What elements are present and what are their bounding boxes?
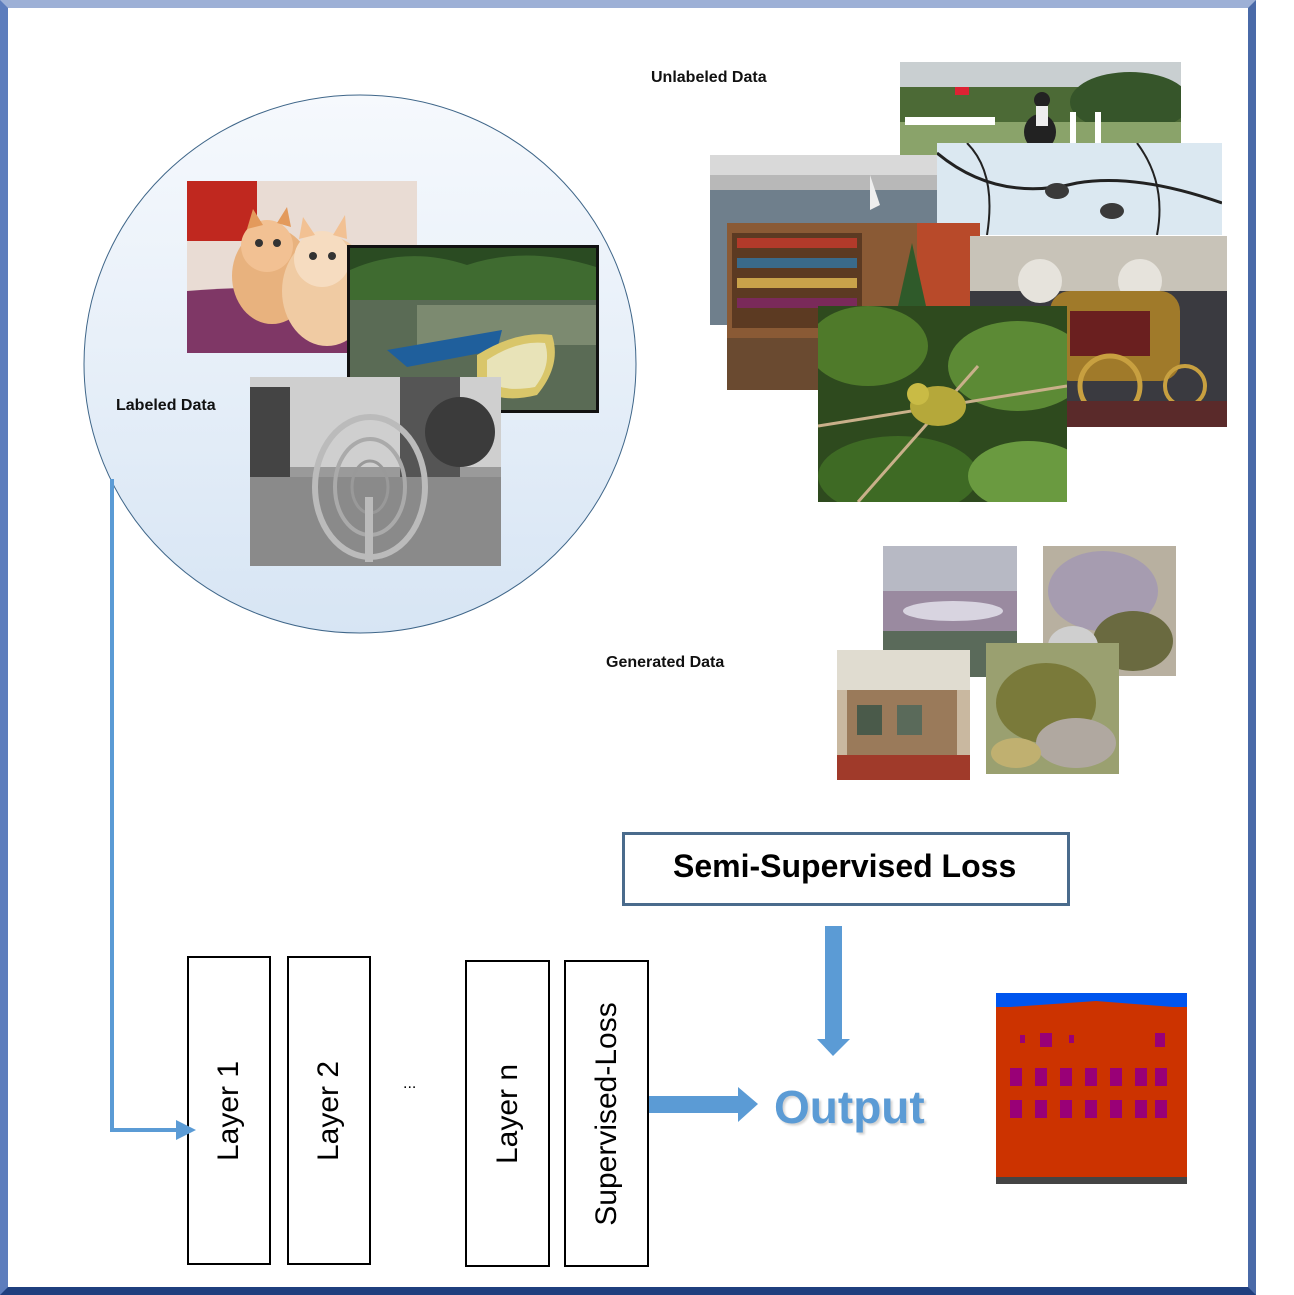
supervised-loss-box: Supervised-Loss bbox=[564, 960, 649, 1267]
bird-leaves-photo bbox=[818, 306, 1067, 502]
generated-sample-3 bbox=[837, 650, 970, 780]
street-bw-photo bbox=[250, 377, 501, 566]
segmentation-map-image bbox=[996, 993, 1187, 1184]
birds-branch-photo bbox=[937, 143, 1222, 235]
semi-supervised-loss-box: Semi-Supervised Loss bbox=[622, 832, 1070, 906]
loss-to-output-arrowhead bbox=[817, 1039, 850, 1056]
layer-1-box: Layer 1 bbox=[187, 956, 271, 1265]
generated-data-label: Generated Data bbox=[606, 654, 725, 671]
layers-ellipsis: ... bbox=[403, 1075, 417, 1092]
labeled-to-layer1-arrowhead bbox=[176, 1120, 196, 1140]
output-label: Output bbox=[774, 1081, 925, 1133]
carriage-photo bbox=[970, 236, 1227, 427]
layer-n-box: Layer n bbox=[465, 960, 550, 1267]
labeled-to-layer1-arrow bbox=[110, 479, 178, 1132]
generated-sample-4 bbox=[986, 643, 1119, 774]
supervised-to-output-arrowhead bbox=[738, 1087, 758, 1122]
layer-2-box: Layer 2 bbox=[287, 956, 371, 1265]
supervised-to-output-arrow bbox=[649, 1096, 740, 1113]
horse-jumping-photo bbox=[900, 62, 1181, 157]
labeled-data-label: Labeled Data bbox=[116, 397, 216, 414]
loss-to-output-arrow bbox=[825, 926, 842, 1041]
semi-supervised-loss-label: Semi-Supervised Loss bbox=[673, 848, 1017, 884]
unlabeled-data-label: Unlabeled Data bbox=[651, 69, 767, 86]
